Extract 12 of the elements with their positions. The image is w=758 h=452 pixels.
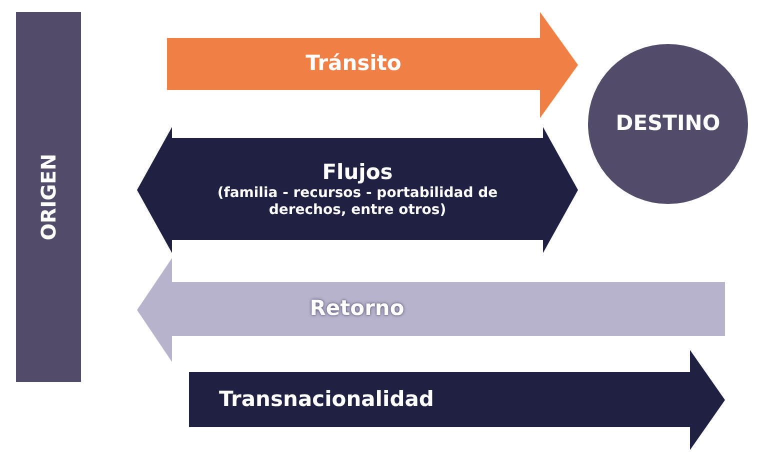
pointed-banner: [189, 350, 725, 450]
pointed-banner: [137, 258, 725, 362]
double-pointed-banner: [137, 127, 578, 253]
pointed-banner: [167, 12, 578, 118]
banner-heading: Flujos: [322, 160, 393, 185]
origin-bar: [16, 12, 81, 382]
node-label: DESTINO: [616, 111, 720, 137]
banner-label: Tránsito: [306, 51, 402, 77]
node-label: ORIGEN: [36, 154, 60, 240]
banner-label: Retorno: [310, 296, 404, 322]
banner-label: Transnacionalidad: [219, 386, 434, 412]
banner-description: (familia - recursos - portabilidad de derechos, entre otros): [216, 184, 499, 218]
